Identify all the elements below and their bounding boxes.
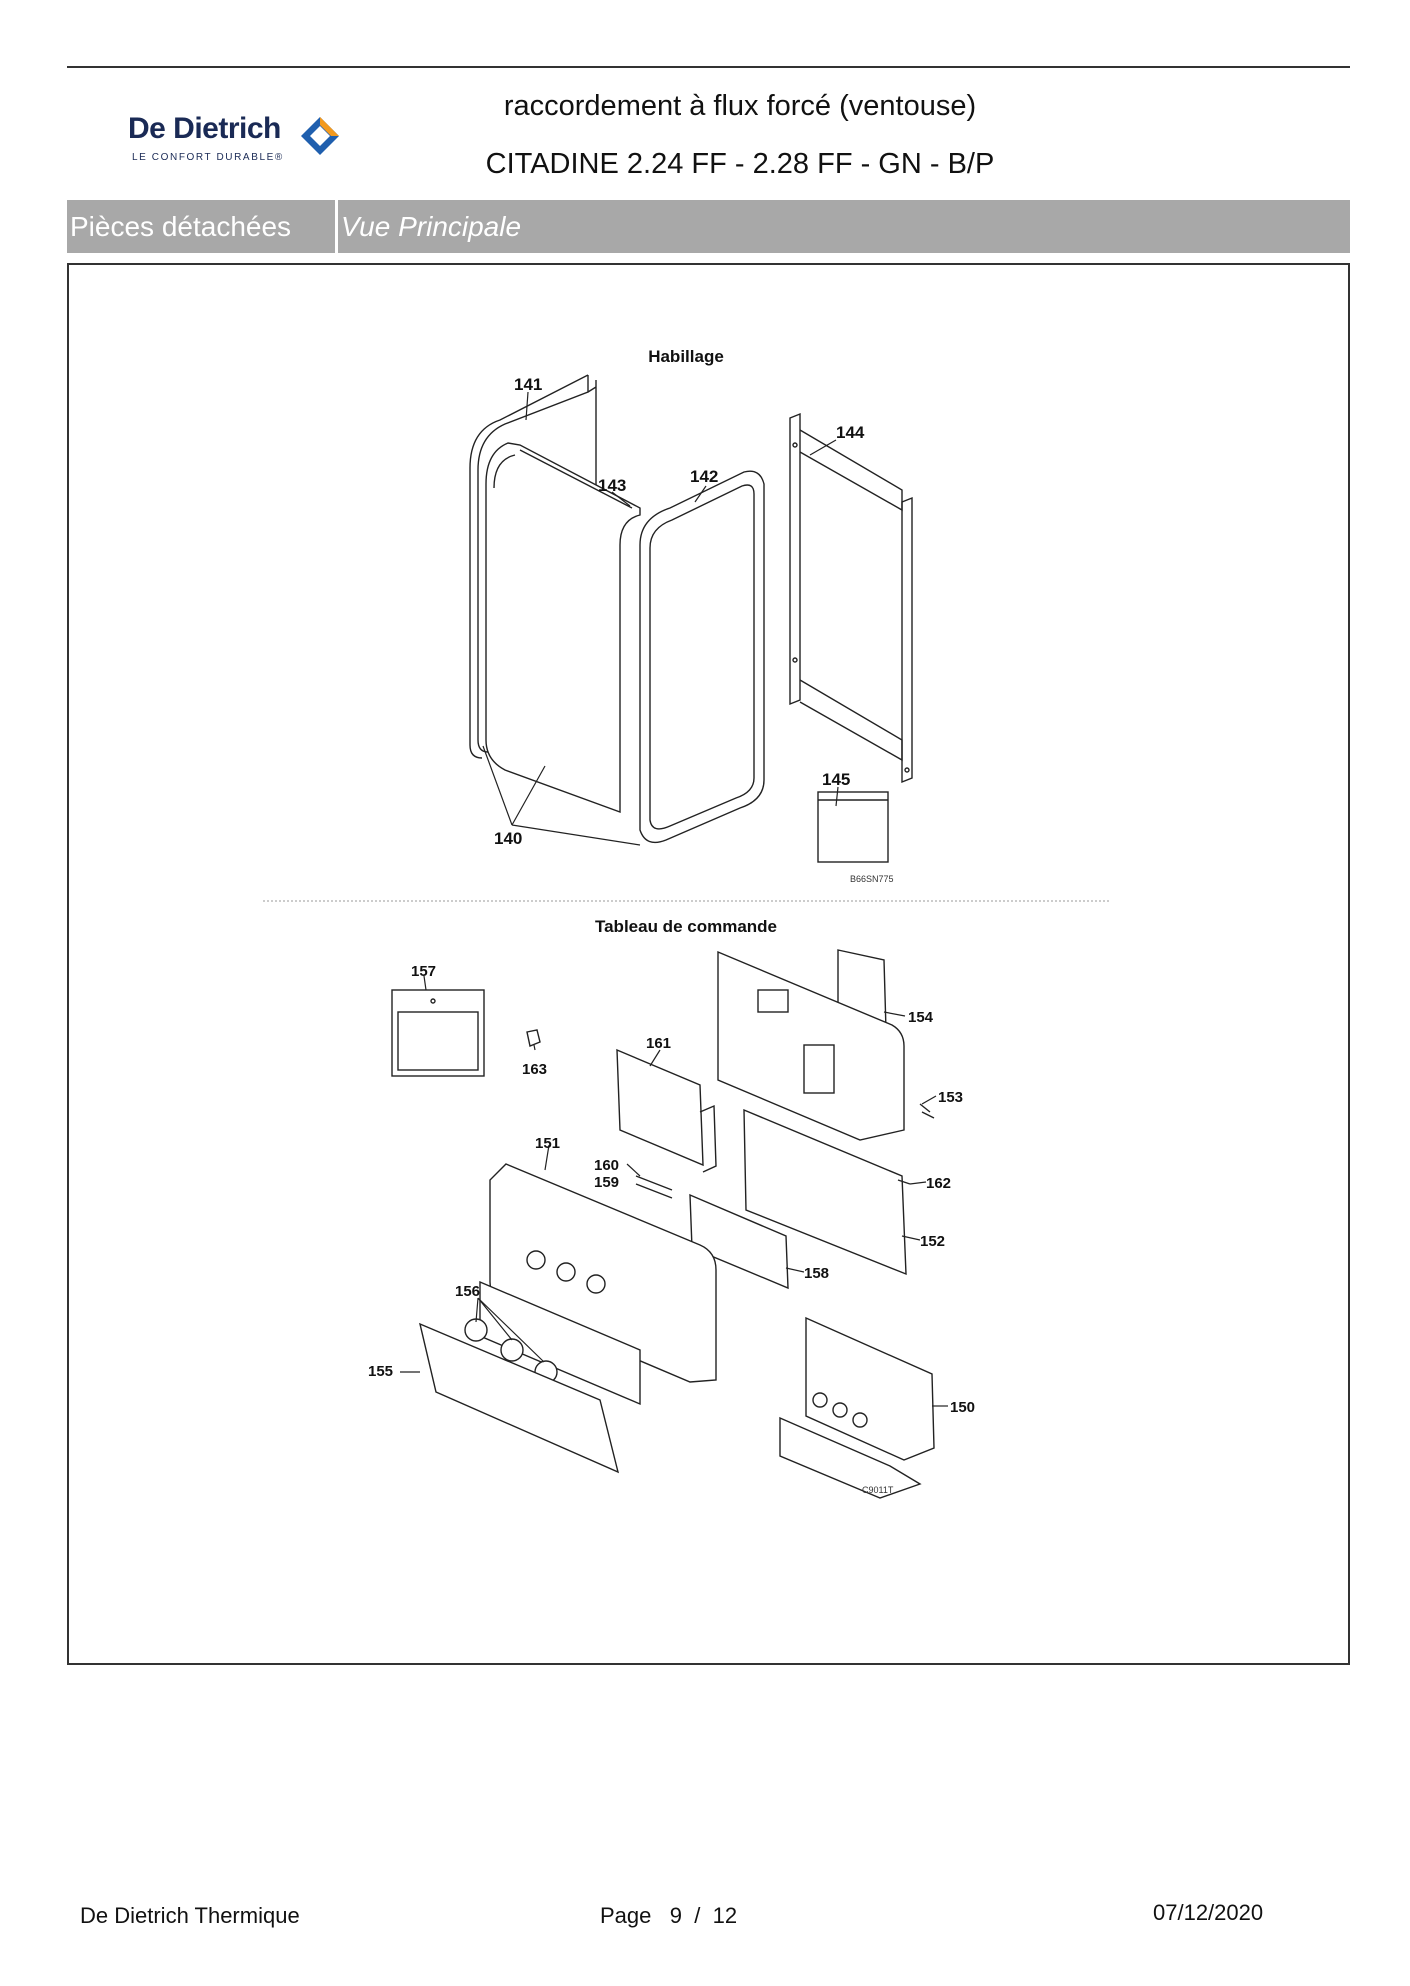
callout-160: 160: [594, 1157, 619, 1174]
part-156-knobs: [464, 1280, 641, 1406]
callout-140: 140: [494, 829, 522, 848]
page-label: Page: [600, 1903, 652, 1928]
top-rule: [67, 66, 1350, 68]
part-153-screws: [919, 1103, 935, 1119]
footer-company: De Dietrich Thermique: [80, 1903, 300, 1928]
brand-logo: De Dietrich LE CONFORT DURABLE®: [120, 108, 350, 168]
footer-date: 07/12/2020: [1153, 1900, 1264, 1925]
part-143-front-panel: [485, 442, 641, 814]
part-144-rear-frame: [789, 412, 913, 784]
section-title-habillage: Habillage: [648, 347, 724, 366]
callout-155: 155: [368, 1363, 393, 1380]
part-142-right-panel: [639, 470, 765, 844]
part-159-160-strips: [635, 1175, 673, 1199]
callout-154: 154: [908, 1009, 934, 1026]
reference-code-2: C9011T: [862, 1485, 894, 1495]
brand-tagline: LE CONFORT DURABLE®: [132, 152, 284, 163]
reference-code-1: B66SN775: [850, 874, 894, 884]
tab-spare-parts[interactable]: Pièces détachées: [70, 211, 292, 242]
diamond-logo-icon: [301, 117, 339, 155]
part-145-template: [817, 791, 889, 863]
part-157-template: [391, 989, 485, 1077]
callout-161: 161: [646, 1035, 671, 1052]
callout-142: 142: [690, 467, 718, 486]
part-152-back-plate: [743, 1108, 907, 1276]
part-155-trim: [419, 1322, 620, 1474]
diagram-frame: [67, 263, 1350, 1665]
part-161-circuit-board: [616, 1048, 717, 1173]
footer-pagination: Page 9 / 12: [600, 1903, 737, 1929]
callout-152: 152: [920, 1233, 945, 1250]
section-bar: Pièces détachées Vue Principale: [67, 200, 1350, 253]
page-current: 9: [669, 1903, 682, 1928]
brand-name: De Dietrich: [128, 112, 281, 145]
page-total: 12: [712, 1903, 738, 1928]
part-150-assembled-panel: [779, 1316, 935, 1499]
callout-145: 145: [822, 770, 850, 789]
callout-150: 150: [950, 1399, 975, 1416]
part-housing-rear: [717, 950, 905, 1141]
callout-153: 153: [938, 1089, 963, 1106]
page-separator: /: [694, 1903, 701, 1928]
callout-144: 144: [836, 423, 865, 442]
callout-163: 163: [522, 1061, 547, 1078]
callout-157: 157: [411, 963, 436, 980]
callout-159: 159: [594, 1174, 619, 1191]
callout-143: 143: [598, 476, 626, 495]
tab-separator: [335, 200, 338, 253]
document-title: raccordement à flux forcé (ventouse): [503, 90, 977, 122]
section-title-tableau-de-commande: Tableau de commande: [595, 917, 777, 936]
tab-main-view[interactable]: Vue Principale: [341, 211, 522, 242]
part-162-screw: [897, 1179, 911, 1185]
part-158-display-board: [689, 1193, 789, 1290]
callout-151: 151: [535, 1135, 560, 1152]
callout-141: 141: [514, 375, 542, 394]
callout-158: 158: [804, 1265, 829, 1282]
model-title: CITADINE 2.24 FF - 2.28 FF - GN - B/P: [485, 148, 995, 180]
callout-156: 156: [455, 1283, 480, 1300]
part-163-clip: [526, 1029, 541, 1047]
callout-162: 162: [926, 1175, 951, 1192]
